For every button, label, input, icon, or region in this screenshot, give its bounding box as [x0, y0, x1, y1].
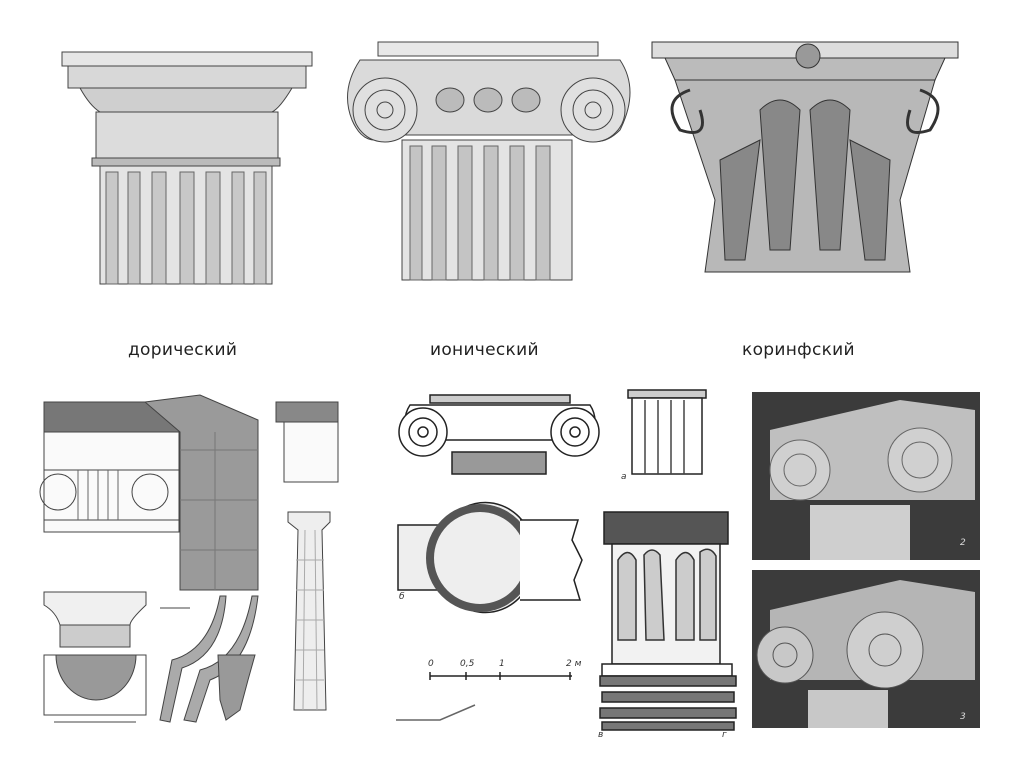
mark-a: а [621, 472, 627, 482]
doric-temple-plate [39, 394, 339, 723]
label-doric: дорический [128, 340, 238, 360]
ionic-capital-drawing [347, 41, 631, 281]
scale-tick-05: 0,5 [460, 659, 475, 669]
ionic-photos [752, 392, 980, 728]
label-corinthian: коринфский [742, 340, 855, 360]
scale-tick-2m: 2 м [566, 659, 582, 669]
mark-photo-2: 2 [960, 538, 966, 548]
scale-tick-0: 0 [428, 659, 434, 669]
mark-v: в [598, 730, 604, 740]
scale-tick-1: 1 [499, 659, 505, 669]
mark-g: г [722, 730, 727, 740]
mark-photo-3: 3 [960, 712, 966, 722]
ionic-drawings [396, 389, 737, 731]
doric-capital-drawing [61, 51, 313, 285]
label-ionic: ионический [430, 340, 539, 360]
corinthian-capital-drawing [651, 41, 959, 273]
mark-b: б [399, 592, 405, 602]
